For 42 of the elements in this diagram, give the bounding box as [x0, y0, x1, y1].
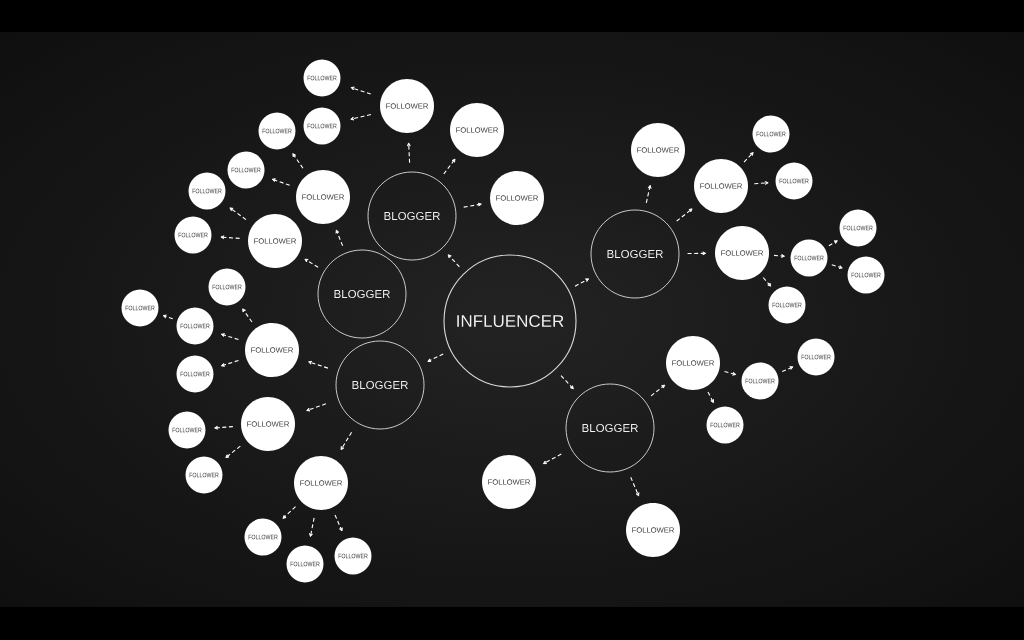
arrow [443, 158, 456, 175]
arrow [630, 476, 640, 497]
arrow [229, 207, 247, 221]
arrow [743, 152, 754, 163]
arrow [723, 370, 737, 376]
arrow [350, 113, 372, 121]
arrow [542, 453, 562, 465]
arrow [773, 254, 785, 258]
arrow [282, 506, 297, 519]
arrow [645, 184, 652, 204]
arrow [687, 251, 707, 256]
arrow [560, 375, 574, 390]
arrow [707, 391, 714, 404]
arrow [220, 333, 240, 341]
arrow [406, 142, 411, 164]
arrow [308, 360, 329, 369]
arrow [335, 229, 344, 247]
arrow [271, 178, 291, 186]
arrow [340, 431, 353, 451]
arrow [292, 153, 304, 169]
arrow [574, 278, 590, 287]
arrow [309, 517, 315, 537]
arrow [762, 276, 772, 287]
arrow [463, 202, 482, 208]
arrow [220, 235, 241, 240]
arrow [828, 240, 838, 247]
arrow [831, 264, 843, 269]
arrow [781, 366, 794, 373]
arrow [306, 403, 327, 412]
arrow [650, 384, 666, 397]
arrow [427, 353, 444, 362]
arrow [214, 425, 234, 430]
arrow [304, 258, 319, 268]
arrow [753, 181, 769, 185]
arrow [447, 254, 460, 268]
arrow [162, 314, 174, 320]
arrow [334, 514, 343, 532]
arrow [350, 86, 372, 95]
arrow [242, 308, 253, 323]
arrow [220, 359, 240, 367]
arrow [676, 208, 693, 222]
arrow [225, 445, 241, 459]
